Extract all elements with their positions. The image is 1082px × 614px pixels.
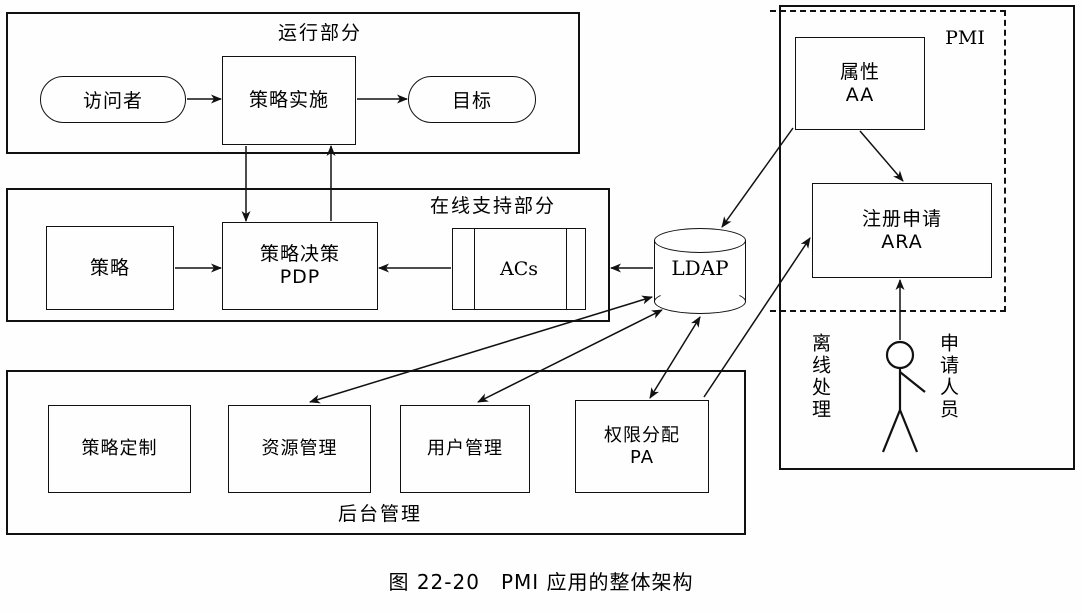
acs-divider-left xyxy=(474,229,476,309)
node-policy: 策略 xyxy=(46,226,174,310)
node-target: 目标 xyxy=(408,76,536,123)
acs-divider-right xyxy=(566,229,568,309)
section-online-support-title: 在线支持部分 xyxy=(429,194,556,217)
applicant-label: 申请人员 xyxy=(937,333,959,421)
section-online-support xyxy=(6,188,610,322)
node-policy-decision-pdp: 策略决策 PDP xyxy=(222,222,378,310)
node-user-management: 用户管理 xyxy=(400,405,530,493)
node-privilege-allocation-pa: 权限分配 PA xyxy=(575,400,709,493)
section-backend-title: 后台管理 xyxy=(337,502,422,525)
offline-processing-label: 离线处理 xyxy=(809,333,831,421)
node-attribute-aa: 属性 AA xyxy=(795,37,925,130)
ldap-label: LDAP xyxy=(671,256,729,280)
pmi-title: PMI xyxy=(945,26,985,49)
ldap-cylinder-top xyxy=(654,228,746,253)
pmi-dashed-boundary xyxy=(770,10,1006,312)
section-runtime-title: 运行部分 xyxy=(277,21,362,44)
node-policy-enforcement: 策略实施 xyxy=(222,56,356,145)
node-resource-management: 资源管理 xyxy=(228,405,371,493)
figure-caption: 图 22-20 PMI 应用的整体架构 xyxy=(388,570,694,594)
ldap-cylinder-bottom xyxy=(654,289,746,314)
section-runtime xyxy=(6,12,580,154)
node-visitor: 访问者 xyxy=(40,76,186,123)
section-pmi-panel xyxy=(779,5,1075,470)
node-register-ara: 注册申请 ARA xyxy=(812,183,992,278)
node-policy-authoring: 策略定制 xyxy=(48,405,191,493)
